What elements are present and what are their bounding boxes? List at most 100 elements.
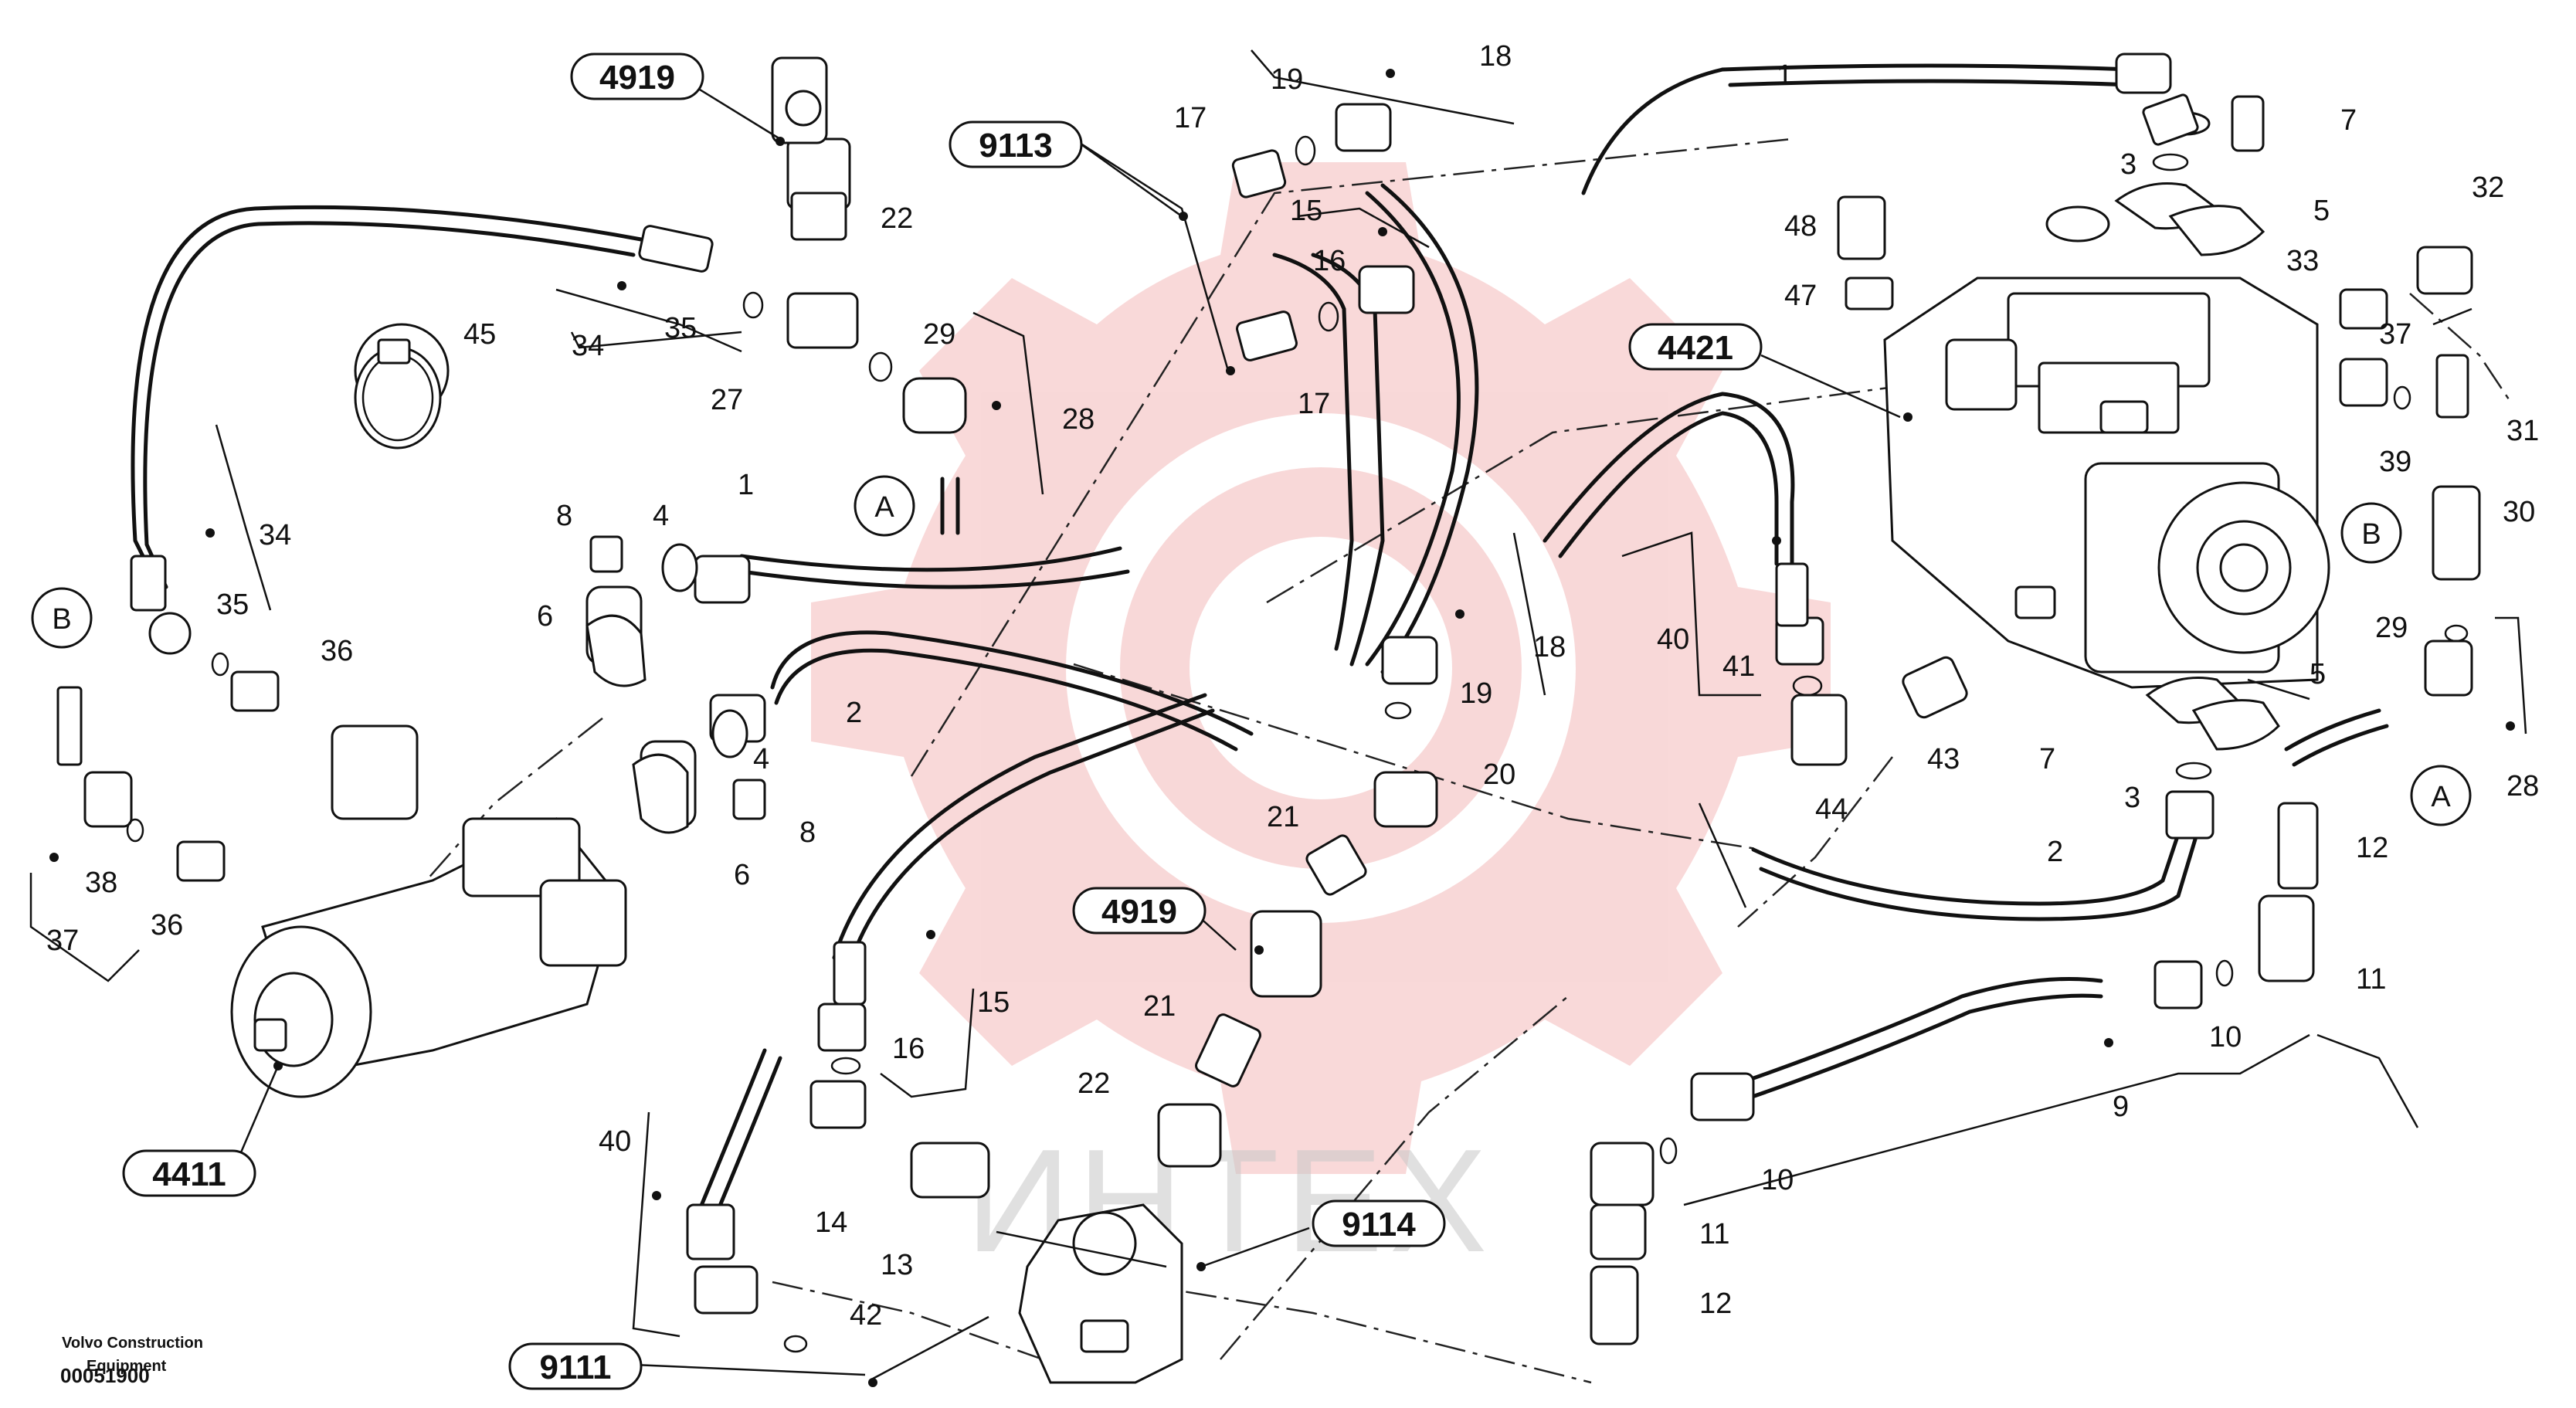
callout: 10 — [1761, 1164, 1794, 1196]
assembly-label-9111: 9111 — [508, 1342, 643, 1390]
callout-dots — [49, 69, 2515, 1387]
watermark-gear — [811, 162, 1831, 1174]
callout: 45 — [463, 318, 496, 351]
footer-company: Volvo Construction — [62, 1335, 203, 1352]
callout: 7 — [2340, 104, 2357, 137]
valve-block — [1018, 1203, 1183, 1384]
section-markers: A B B A — [31, 475, 2472, 826]
svg-text:9113: 9113 — [979, 127, 1052, 165]
callout: 14 — [815, 1206, 847, 1239]
callout: 42 — [850, 1299, 882, 1332]
footer-drawing-number: 00051900 — [60, 1364, 150, 1387]
assembly-label-4421: 4421 — [1628, 323, 1763, 371]
assembly-label-4919-top: 4919 — [570, 53, 704, 100]
assembly-label-4919-middle: 4919 — [1072, 887, 1207, 935]
callout-numbers: 1 7 3 5 18 19 17 15 16 17 22 35 27 29 28… — [46, 40, 2539, 1332]
callout: 8 — [799, 816, 816, 849]
callout: 35 — [216, 589, 249, 621]
callout: 4 — [753, 743, 769, 775]
callout: 37 — [2379, 318, 2411, 351]
svg-text:B: B — [2361, 518, 2381, 551]
flanges — [585, 182, 2280, 834]
svg-text:A: A — [874, 491, 894, 524]
svg-text:A: A — [2431, 781, 2451, 813]
callout: 35 — [664, 312, 697, 344]
callout: 9 — [2113, 1091, 2129, 1123]
callout: 39 — [2379, 446, 2411, 478]
callout: 4 — [653, 500, 669, 532]
callout: 11 — [2356, 963, 2386, 996]
callout: 31 — [2506, 415, 2539, 447]
hoses — [131, 63, 2389, 1230]
callout: 2 — [846, 697, 862, 729]
svg-text:4919: 4919 — [1101, 893, 1177, 931]
callout: 18 — [1479, 40, 1512, 73]
assembly-label-4411: 4411 — [122, 1149, 256, 1197]
callout: 40 — [1657, 623, 1689, 656]
svg-text:4421: 4421 — [1658, 329, 1733, 367]
callout: 1 — [1777, 59, 1793, 92]
o-rings — [126, 135, 2469, 1353]
callout: 12 — [2356, 832, 2388, 864]
callout: 5 — [2313, 195, 2330, 227]
section-marker-a-top: A — [854, 475, 915, 537]
callout: 29 — [2375, 612, 2408, 644]
callout: 28 — [1062, 403, 1095, 436]
callout: 6 — [734, 859, 750, 891]
callout: 40 — [599, 1125, 631, 1158]
callout: 1 — [738, 469, 754, 501]
section-marker-b-left: B — [31, 587, 93, 649]
assembly-label-9114: 9114 — [1312, 1199, 1446, 1247]
svg-text:9111: 9111 — [539, 1349, 611, 1386]
callout: 8 — [556, 500, 572, 532]
callout: 36 — [321, 635, 353, 667]
callout: 34 — [259, 519, 291, 551]
callout: 27 — [711, 384, 743, 416]
assembly-label-9113: 9113 — [949, 120, 1083, 168]
callout: 3 — [2124, 782, 2140, 814]
callout: 10 — [2209, 1021, 2242, 1053]
callout: 11 — [1699, 1218, 1729, 1250]
callout: 29 — [923, 318, 955, 351]
callout: 2 — [2047, 836, 2063, 868]
leader-lines — [29, 49, 2527, 1380]
callout: 22 — [881, 202, 913, 235]
section-marker-a-right: A — [2410, 765, 2472, 826]
assembly-labels: 4919 9113 4421 4919 4411 9114 9111 — [122, 53, 1763, 1390]
callout: 6 — [537, 600, 553, 633]
callout: 34 — [572, 330, 604, 362]
main-pump — [1883, 277, 2330, 689]
svg-text:B: B — [52, 603, 71, 636]
hose-clamp — [354, 338, 442, 450]
callout: 17 — [1174, 102, 1207, 134]
callout: 22 — [1078, 1067, 1110, 1100]
callout: 12 — [1699, 1288, 1732, 1320]
callout: 19 — [1271, 63, 1303, 96]
fittings — [56, 53, 2481, 1345]
footer: Volvo Construction Equipment 00051900 — [60, 1335, 203, 1387]
callout: 7 — [2039, 743, 2055, 775]
callout: 48 — [1784, 210, 1817, 243]
callout: 38 — [85, 867, 117, 899]
svg-text:4411: 4411 — [152, 1155, 226, 1193]
callout: 17 — [1298, 388, 1330, 420]
callout: 36 — [151, 909, 183, 941]
callout: 5 — [2310, 658, 2326, 690]
callout: 20 — [1483, 758, 1515, 791]
callout: 16 — [1313, 245, 1346, 277]
callout: 43 — [1927, 743, 1960, 775]
callout: 3 — [2120, 148, 2136, 181]
callout: 41 — [1722, 650, 1755, 683]
callout: 44 — [1815, 793, 1848, 826]
callout: 18 — [1533, 631, 1566, 663]
section-marker-b-right: B — [2340, 502, 2402, 564]
hydraulic-motor — [230, 724, 627, 1098]
callout: 16 — [892, 1033, 925, 1065]
callout: 47 — [1784, 280, 1817, 312]
callout: 13 — [881, 1249, 913, 1281]
callout: 21 — [1267, 801, 1299, 833]
footer-subtitle: Equipment — [87, 1358, 167, 1375]
callout: 15 — [977, 986, 1010, 1019]
callout: 33 — [2286, 245, 2319, 277]
